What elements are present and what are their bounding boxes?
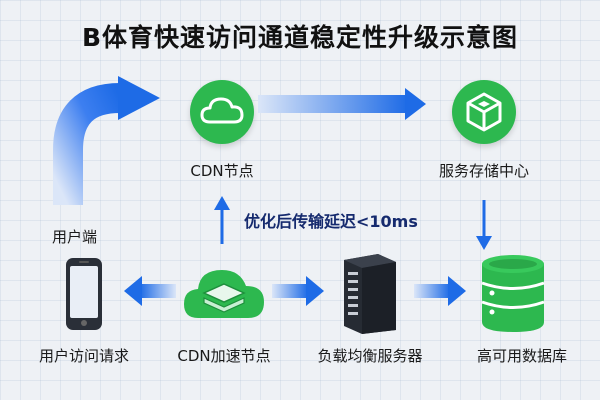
cdn-accel-label: CDN加速节点 <box>177 347 271 365</box>
arrow-lb-to-db <box>414 276 466 306</box>
arrow-user-to-cdn <box>53 76 160 205</box>
server-icon <box>344 254 396 334</box>
arrow-cdn-to-storage <box>258 88 426 120</box>
diagram-title: B体育快速访问通道稳定性升级示意图 <box>81 23 519 52</box>
cloud-layers-icon <box>184 270 264 318</box>
arrow-accel-to-lb <box>272 276 324 306</box>
storage-center-circle <box>452 80 516 144</box>
storage-center-label: 服务存储中心 <box>438 162 530 180</box>
ha-database-label: 高可用数据库 <box>476 347 568 365</box>
database-icon <box>481 255 545 332</box>
user-end-label: 用户端 <box>52 228 98 246</box>
arrow-accel-to-cdn <box>214 196 230 244</box>
arrow-storage-to-database <box>476 200 492 250</box>
cube-icon <box>466 92 502 132</box>
smartphone-icon <box>66 258 102 330</box>
cdn-node-label: CDN节点 <box>190 162 254 180</box>
load-balancer-label: 负载均衡服务器 <box>317 347 423 365</box>
cloud-icon <box>200 97 244 124</box>
arrow-accel-to-user <box>124 276 176 306</box>
cdn-node-circle <box>190 80 254 144</box>
user-request-label: 用户访问请求 <box>38 347 130 365</box>
latency-annotation: 优化后传输延迟<10ms <box>244 212 418 231</box>
